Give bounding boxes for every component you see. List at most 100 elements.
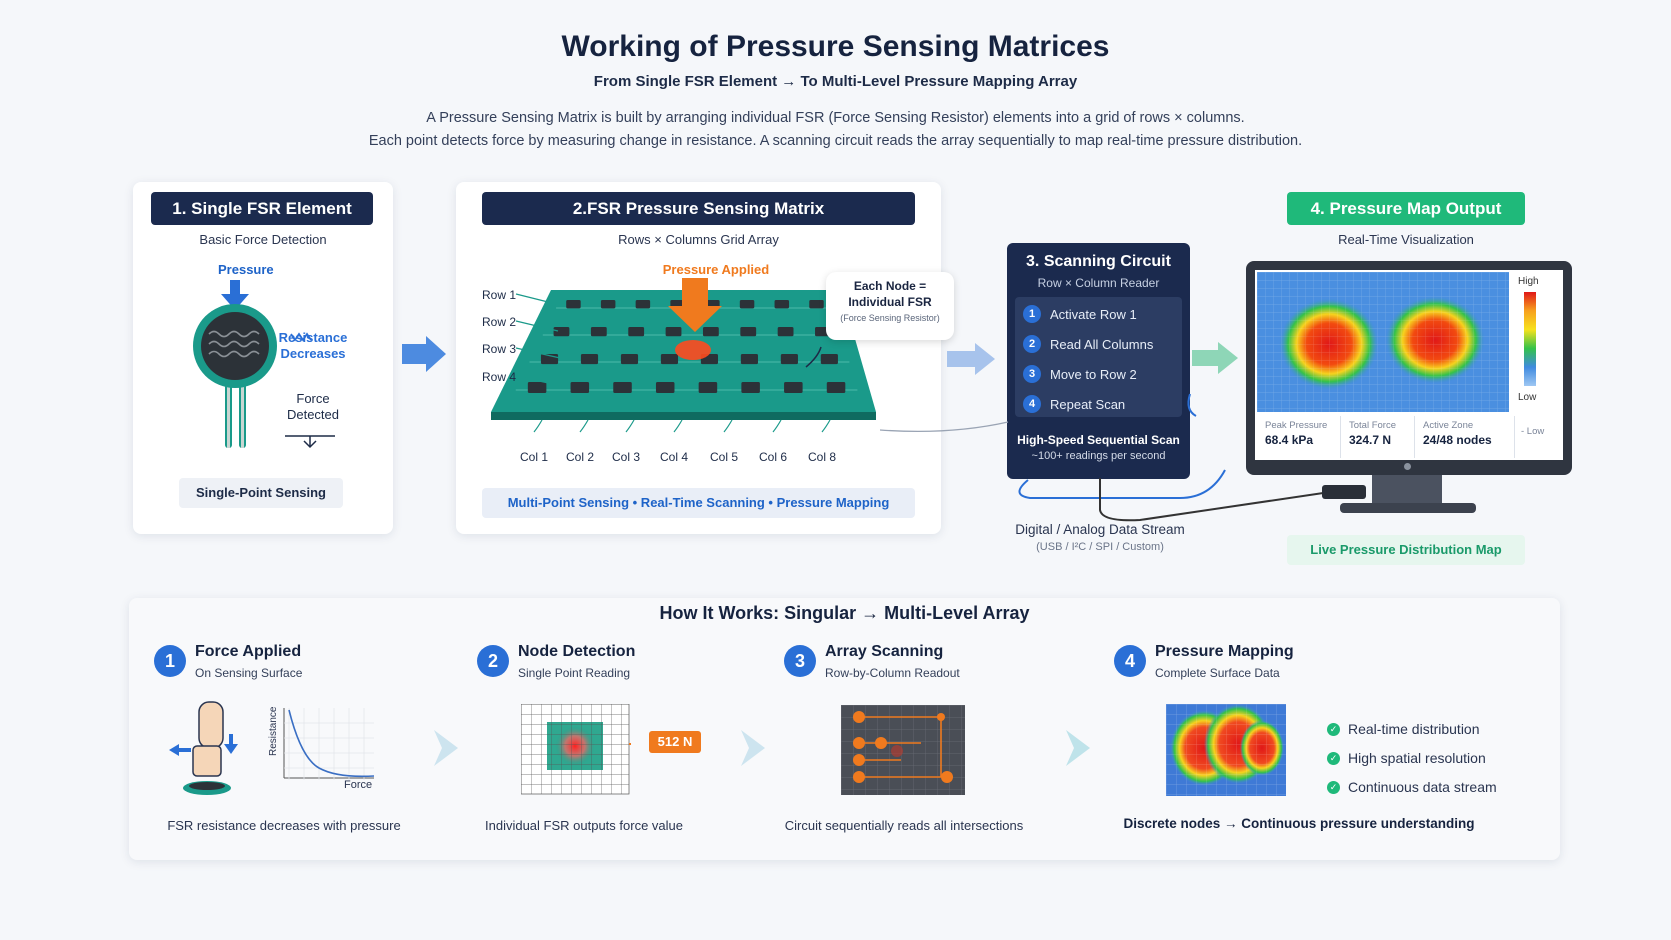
step-caption: FSR resistance decreases with pressure: [167, 818, 401, 833]
stat-low-mark: - Low: [1521, 426, 1545, 437]
step-title: Node Detection: [518, 643, 636, 660]
step-subtitle: Complete Surface Data: [1155, 666, 1280, 680]
column-label: Col 1: [520, 450, 549, 464]
fsr-node: [570, 382, 590, 394]
step-title: Pressure Mapping: [1155, 643, 1294, 660]
monitor-stand: [1372, 475, 1442, 503]
step-caption: Individual FSR outputs force value: [485, 818, 683, 833]
step-subtitle: Row-by-Column Readout: [825, 666, 960, 680]
mapping-benefits-list: ✓Real-time distribution ✓High spatial re…: [1327, 715, 1497, 802]
fsr-node: [741, 382, 760, 394]
column-label: Col 8: [808, 450, 837, 464]
legend-gradient: [1524, 292, 1536, 386]
live-map-badge: Live Pressure Distribution Map: [1287, 535, 1525, 565]
fsr-node: [613, 382, 632, 394]
monitor-screen: High Low Peak Pressure 68.4 kPa Total Fo…: [1255, 270, 1563, 460]
pressure-applied-label: Pressure Applied: [662, 262, 770, 277]
pressure-map-title: 4. Pressure Map Output: [1287, 192, 1525, 225]
fsr-node: [665, 327, 682, 337]
fsr-node: [809, 300, 824, 309]
flow-arrow-icon: [402, 336, 446, 372]
check-icon: ✓: [1327, 781, 1340, 794]
fsr-node: [739, 300, 755, 309]
pressure-map-subtitle: Real-Time Visualization: [1338, 232, 1474, 247]
benefit-item: ✓High spatial resolution: [1327, 744, 1497, 773]
force-graph-illustration: [169, 701, 375, 795]
node-value-badge: 512 N: [649, 731, 701, 753]
step-number-badge: 1: [154, 645, 186, 677]
array-scanning-grid: [841, 705, 965, 795]
fsr-node: [527, 382, 547, 394]
fsr-node: [777, 327, 794, 337]
node-detection-grid: [521, 704, 631, 795]
single-point-sensing-badge: Single-Point Sensing: [179, 478, 343, 508]
fsr-node: [580, 354, 599, 365]
single-fsr-subtitle: Basic Force Detection: [199, 232, 327, 247]
scanning-circuit-title: 3. Scanning Circuit: [1026, 253, 1171, 270]
single-fsr-title: 1. Single FSR Element: [151, 192, 373, 225]
matrix-grid-illustration: [491, 278, 876, 433]
stat-total-force: Total Force 324.7 N: [1341, 416, 1415, 458]
cable-connector-icon: [1322, 485, 1366, 499]
fsr-node: [740, 327, 757, 337]
check-icon: ✓: [1327, 752, 1340, 765]
fsr-sensor-icon: [193, 304, 277, 448]
stat-peak-pressure: Peak Pressure 68.4 kPa: [1257, 416, 1341, 458]
row-label: Row 4: [482, 370, 517, 384]
pressure-down-arrow-icon: [668, 278, 722, 332]
pressure-heatmap: [1257, 272, 1509, 412]
stats-bar: Peak Pressure 68.4 kPa Total Force 324.7…: [1257, 416, 1561, 458]
matrix-features-badge: Multi-Point Sensing • Real-Time Scanning…: [482, 488, 915, 518]
legend-low-label: Low: [1518, 392, 1537, 403]
benefit-item: ✓Continuous data stream: [1327, 773, 1497, 802]
step-title: Force Applied: [195, 643, 302, 660]
page-title: Working of Pressure Sensing Matrices: [561, 30, 1110, 63]
fsr-sensor-illustration: [193, 280, 335, 449]
scan-rate-label: ~100+ readings per second: [1031, 450, 1166, 462]
column-label: Col 4: [660, 450, 689, 464]
fsr-node: [820, 354, 838, 365]
fsr-node: [784, 382, 803, 394]
step-arrow-icon: [434, 730, 458, 766]
graph-y-label: Resistance: [268, 706, 279, 756]
legend-high-label: High: [1518, 276, 1539, 287]
resistance-vs-force-graph: [283, 708, 375, 780]
fsr-node: [620, 354, 639, 365]
step-subtitle: On Sensing Surface: [195, 666, 303, 680]
data-stream-label: Digital / Analog Data Stream: [1015, 522, 1185, 537]
description-line-2: Each point detects force by measuring ch…: [368, 133, 1303, 149]
row-label: Row 2: [482, 315, 517, 329]
step-arrow-icon: [1066, 730, 1090, 766]
data-stream-protocols: (USB / I²C / SPI / Custom): [1036, 541, 1164, 553]
fsr-matrix-title: 2.FSR Pressure Sensing Matrix: [482, 192, 915, 225]
step-subtitle: Single Point Reading: [518, 666, 631, 680]
how-it-works-title: How It Works: Singular → Multi-Level Arr…: [659, 603, 1030, 623]
flow-arrow-icon: [1192, 342, 1238, 374]
column-label: Col 6: [759, 450, 788, 464]
fsr-node: [740, 354, 758, 365]
check-icon: ✓: [1327, 723, 1340, 736]
step-caption: Circuit sequentially reads all intersect…: [784, 818, 1024, 833]
force-detected-label: Force Detected: [286, 391, 340, 422]
fsr-node: [628, 327, 645, 337]
monitor: High Low Peak Pressure 68.4 kPa Total Fo…: [1246, 261, 1572, 475]
step-number-badge: 3: [784, 645, 816, 677]
step-arrow-icon: [741, 730, 765, 766]
fsr-node: [698, 382, 718, 394]
scanning-circuit-subtitle: Row × Column Reader: [1037, 276, 1160, 290]
column-label: Col 2: [566, 450, 595, 464]
stat-active-zone: Active Zone 24/48 nodes: [1415, 416, 1515, 458]
step-number-badge: 4: [1114, 645, 1146, 677]
fsr-node: [780, 354, 798, 365]
fsr-node: [553, 327, 570, 337]
benefit-item: ✓Real-time distribution: [1327, 715, 1497, 744]
pressure-arrow-icon: [221, 280, 249, 310]
single-fsr-panel: 1. Single FSR Element Basic Force Detect…: [133, 182, 393, 534]
column-label: Col 3: [612, 450, 641, 464]
power-led-icon: [1404, 463, 1411, 470]
scanning-circuit-panel: 3. Scanning Circuit Row × Column Reader …: [1007, 243, 1190, 479]
step-number-badge: 2: [477, 645, 509, 677]
